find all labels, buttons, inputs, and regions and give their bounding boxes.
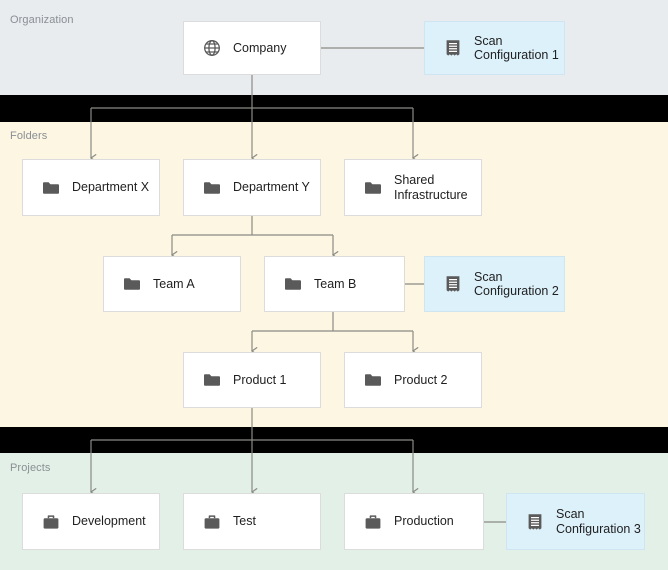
node-label: Development — [72, 514, 146, 529]
node-scan-configuration-1[interactable]: Scan Configuration 1 — [424, 21, 565, 75]
folder-icon — [204, 181, 220, 194]
band-label-organization: Organization — [10, 14, 74, 26]
folder-icon — [285, 278, 301, 290]
node-scan-configuration-3[interactable]: Scan Configuration 3 — [506, 493, 645, 550]
scan-config-icon — [446, 276, 460, 292]
node-label: Team A — [153, 276, 195, 291]
node-department-x[interactable]: Department X — [22, 159, 160, 216]
node-product-2[interactable]: Product 2 — [344, 352, 482, 408]
folder-icon — [43, 181, 59, 194]
globe-icon — [204, 40, 220, 56]
folder-icon — [124, 278, 140, 290]
node-label: Company — [233, 40, 287, 55]
node-label: Test — [233, 514, 256, 529]
band-organization — [0, 0, 668, 95]
node-label: Shared Infrastructure — [394, 173, 468, 202]
node-label: Scan Configuration 3 — [556, 507, 641, 536]
briefcase-icon — [365, 514, 381, 529]
folder-icon — [204, 374, 220, 386]
node-product-1[interactable]: Product 1 — [183, 352, 321, 408]
node-development[interactable]: Development — [22, 493, 160, 550]
node-label: Department Y — [233, 180, 310, 195]
node-company[interactable]: Company — [183, 21, 321, 75]
scan-config-icon — [446, 40, 460, 56]
node-label: Production — [394, 514, 454, 529]
node-shared-infrastructure[interactable]: Shared Infrastructure — [344, 159, 482, 216]
band-label-folders: Folders — [10, 130, 48, 142]
node-label: Product 2 — [394, 372, 448, 387]
node-department-y[interactable]: Department Y — [183, 159, 321, 216]
node-production[interactable]: Production — [344, 493, 484, 550]
folder-icon — [365, 374, 381, 386]
node-label: Scan Configuration 1 — [474, 33, 559, 63]
node-team-a[interactable]: Team A — [103, 256, 241, 312]
node-label: Team B — [314, 276, 357, 291]
node-test[interactable]: Test — [183, 493, 321, 550]
scan-config-icon — [528, 513, 542, 530]
node-label: Product 1 — [233, 372, 287, 387]
node-scan-configuration-2[interactable]: Scan Configuration 2 — [424, 256, 565, 312]
briefcase-icon — [204, 514, 220, 529]
node-label: Scan Configuration 2 — [474, 269, 559, 299]
band-label-projects: Projects — [10, 462, 51, 474]
folder-icon — [365, 181, 381, 194]
node-label: Department X — [72, 180, 150, 195]
node-team-b[interactable]: Team B — [264, 256, 405, 312]
briefcase-icon — [43, 514, 59, 529]
